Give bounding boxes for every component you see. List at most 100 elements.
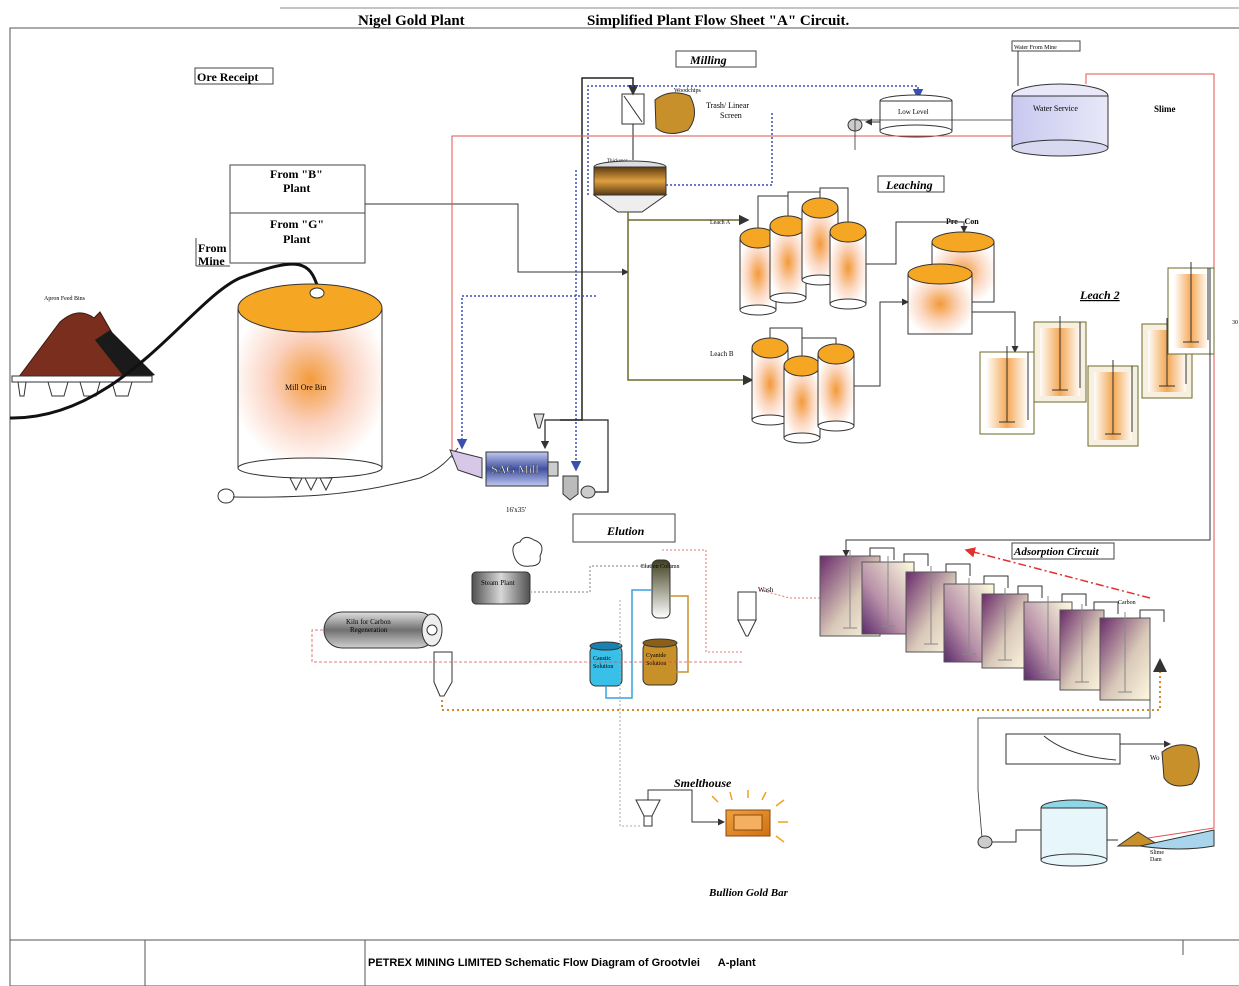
sag-mill xyxy=(485,451,549,487)
leach-b-link-2 xyxy=(801,337,837,356)
feed-bin-4 xyxy=(111,381,133,397)
from-g-line2: Plant xyxy=(283,232,310,246)
apron-feed-bins-label: Apron Feed Bins xyxy=(44,296,86,302)
water-service-label: Water Service xyxy=(1033,104,1078,113)
leach-b-out xyxy=(854,298,909,387)
leach-a-tank-4-body xyxy=(829,231,867,305)
cip-tank-2-link xyxy=(903,553,929,566)
blue-recycle-2 xyxy=(666,112,773,186)
gold-bar-glow xyxy=(711,790,788,843)
leach2-feed xyxy=(972,311,1019,353)
water-line-to-low xyxy=(854,119,1012,150)
cip-tank-3-link xyxy=(945,563,971,576)
blue-recycle-1 xyxy=(587,85,924,195)
cyanide-line1: Cyanide xyxy=(646,653,666,659)
from-mine-line1: From xyxy=(198,241,226,255)
cip-tanks xyxy=(819,547,1165,701)
wash-feed xyxy=(759,589,820,599)
wash-label: Wash xyxy=(758,586,774,594)
smelthouse-line xyxy=(647,789,725,826)
woodchips2-label: Wo xyxy=(1150,754,1160,762)
leach-b-tank-1-bottom xyxy=(751,414,789,426)
leach-a-tank-1-bottom xyxy=(739,304,777,316)
thickener-body xyxy=(593,166,667,196)
steam-line xyxy=(530,565,652,593)
water-service-bottom xyxy=(1011,139,1109,157)
caustic-line2: Solution xyxy=(593,664,613,670)
sheet-title: Simplified Plant Flow Sheet "A" Circuit. xyxy=(587,13,849,29)
tails-screen-deck xyxy=(1043,735,1117,761)
sag-mill-drive xyxy=(547,461,559,477)
trash-screen-line1: Trash/ Linear xyxy=(706,101,749,110)
bg-plant-line xyxy=(365,203,629,276)
kiln-discharge xyxy=(433,651,453,697)
cip-tank-7-link xyxy=(1093,601,1119,614)
leach-a-tank-4-bottom xyxy=(829,298,867,310)
elution-box xyxy=(572,513,676,543)
woodchips-pile xyxy=(654,92,695,134)
bullion-label: Bullion Gold Bar xyxy=(708,887,789,899)
trash-screen-deck xyxy=(623,95,643,123)
leach-b-tank-3-top xyxy=(817,343,855,365)
slime-label: Slime xyxy=(1154,104,1176,114)
cip-tank-5-link xyxy=(1017,585,1043,598)
sag-discharge-sump xyxy=(562,475,579,501)
from-b-line2: Plant xyxy=(283,181,310,195)
mill-ore-bin-bottom xyxy=(237,457,383,479)
sag-pump xyxy=(580,485,596,499)
leach-a-tank-3-top xyxy=(801,197,839,219)
ore-bin-pulley xyxy=(217,488,235,504)
mill-ore-bin-hatch xyxy=(309,287,325,299)
kiln-line2: Regeneration xyxy=(350,626,388,634)
leach-b-tank-3-body xyxy=(817,353,855,427)
leach-b-tank-3-bottom xyxy=(817,420,855,432)
from-g-line1: From "G" xyxy=(270,217,324,231)
from-g-box xyxy=(229,212,366,264)
feed-bin-base xyxy=(11,375,153,383)
caustic-line1: Caustic xyxy=(593,656,611,662)
carbon-to-kiln xyxy=(311,629,742,663)
steam-plant-label: Steam Plant xyxy=(481,579,515,587)
slime-dam-line1: Slime xyxy=(1150,850,1164,856)
cip-tank-1-link xyxy=(869,547,895,560)
slurry-main xyxy=(627,212,754,386)
slime-dam-water xyxy=(1139,829,1215,850)
water-from-mine-box xyxy=(1011,40,1081,52)
tails-pump xyxy=(977,835,993,849)
mill-ore-bin-top xyxy=(237,283,383,333)
leach-a-tank-2-body xyxy=(769,225,807,299)
ore-pile-brown xyxy=(17,311,139,379)
milling-label: Milling xyxy=(689,53,727,67)
eluate-to-smelt xyxy=(619,600,640,827)
leach2-out-line xyxy=(842,268,1211,557)
pre-con-tank-2-top xyxy=(907,263,973,285)
leach-b-label: Leach B xyxy=(710,350,734,358)
blue-to-sag xyxy=(456,295,596,450)
wash-hopper-cone xyxy=(737,619,757,637)
kiln-line1: Kiln for Carbon xyxy=(346,618,391,626)
ore-bin-chute-3 xyxy=(319,477,333,492)
leach-a-tanks xyxy=(739,187,867,316)
from-b-line1: From "B" xyxy=(270,167,323,181)
steam-puff xyxy=(512,536,543,567)
smelt-hopper xyxy=(635,799,661,817)
leaching-box xyxy=(877,175,945,193)
leaching-label: Leaching xyxy=(885,178,933,192)
leach-a-tank-2-bottom xyxy=(769,292,807,304)
tails-tank-body xyxy=(1040,807,1108,861)
woodchips-pile-2 xyxy=(1161,744,1200,787)
leach-b-tank-2-top xyxy=(783,355,821,377)
tails-tank-bottom xyxy=(1040,853,1108,867)
leach-b-tank-2-bottom xyxy=(783,432,821,444)
leach2-tanks xyxy=(979,262,1215,447)
leach-b-tank-1-body xyxy=(751,347,789,421)
cip-carbon-return xyxy=(441,658,1167,711)
water-from-mine-label: Water From Mine xyxy=(1014,45,1057,51)
leach-b-tank-1-top xyxy=(751,337,789,359)
leach2-label: Leach 2 xyxy=(1079,288,1120,302)
ore-receipt-label: Ore Receipt xyxy=(197,70,258,84)
elution-label: Elution xyxy=(606,524,645,538)
eluate-line xyxy=(662,549,742,653)
thickener-cone xyxy=(592,194,668,213)
